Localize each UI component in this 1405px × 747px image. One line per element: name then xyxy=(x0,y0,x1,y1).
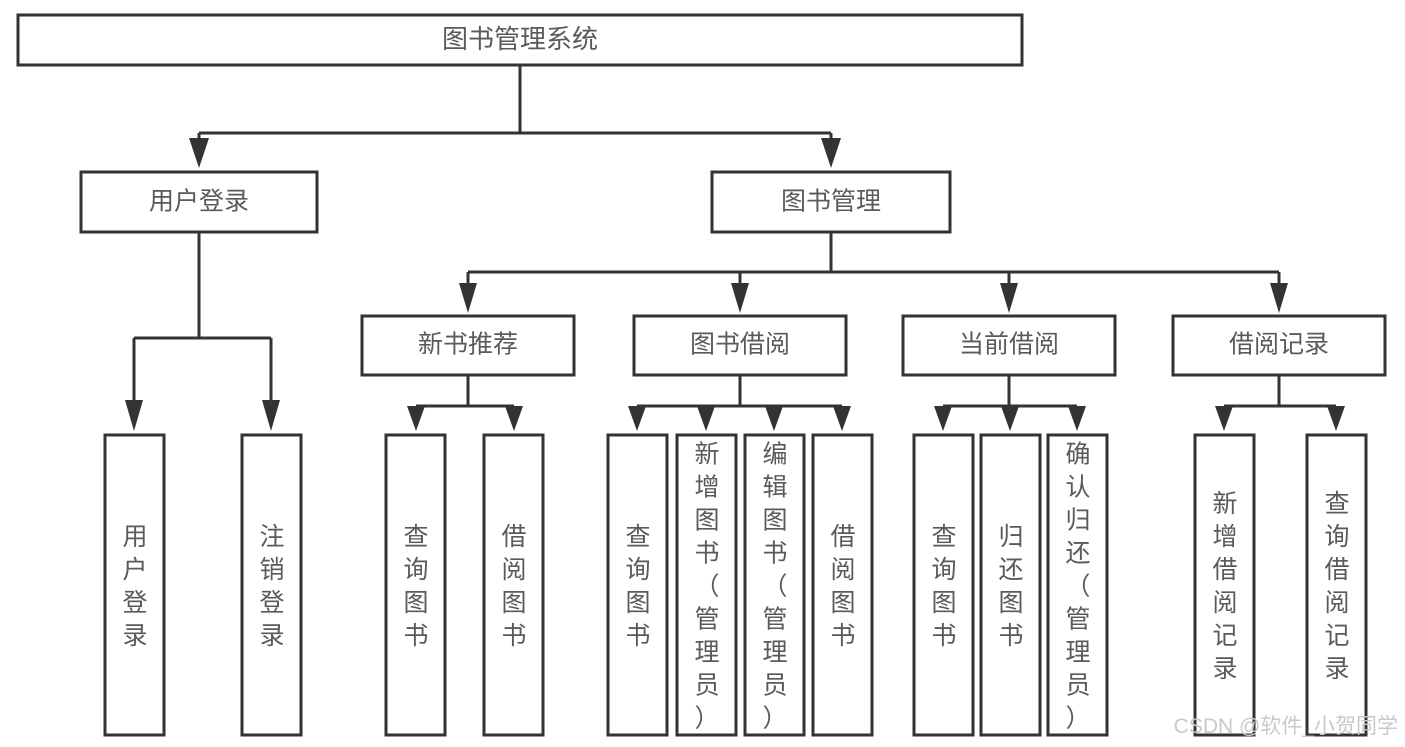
arrowhead-borrow-leaf3 xyxy=(765,406,783,431)
leaf-new-book-2-label: 借阅图书 xyxy=(501,523,526,650)
arrowhead-current-leaf1 xyxy=(934,406,952,431)
leaf-current-borrow-3-label: 确认归还（管理员） xyxy=(1065,441,1090,733)
node-root-box[interactable] xyxy=(16,13,1024,67)
leaf-current-borrow-1-label: 查询图书 xyxy=(931,523,956,650)
arrowhead-record-leaf2 xyxy=(1327,406,1345,431)
arrowhead-borrow-leaf1 xyxy=(628,406,646,431)
leaf-current-borrow-2[interactable]: 归还图书 xyxy=(979,433,1042,737)
arrowhead-userlogin xyxy=(189,138,209,168)
arrowhead-newbook xyxy=(459,283,477,313)
arrowhead-newbook-leaf1 xyxy=(407,406,425,431)
node-current-borrow-box[interactable] xyxy=(901,314,1117,377)
leaf-book-borrow-2[interactable]: 新增图书（管理员） xyxy=(675,433,738,737)
connector-group-userlogin-to-leaves xyxy=(125,232,280,431)
leaf-borrow-record-1-box[interactable] xyxy=(1193,433,1256,737)
leaf-book-borrow-1-box[interactable] xyxy=(606,433,669,737)
leaf-borrow-record-2-box[interactable] xyxy=(1305,433,1368,737)
leaf-new-book-2[interactable]: 借阅图书 xyxy=(482,433,545,737)
arrowhead-record-leaf1 xyxy=(1215,406,1233,431)
node-book-borrow-box[interactable] xyxy=(632,314,848,377)
leaf-new-book-1-box[interactable] xyxy=(384,433,447,737)
node-new-book-recommend-box[interactable] xyxy=(360,314,576,377)
node-new-book-recommend[interactable]: 新书推荐 xyxy=(360,314,576,377)
node-borrow-record-label: 借阅记录 xyxy=(1229,331,1329,359)
arrowhead-newbook-leaf2 xyxy=(505,406,523,431)
arrowhead-current xyxy=(1000,283,1018,313)
leaf-user-login-1-box[interactable] xyxy=(103,433,166,737)
leaf-user-login-2-label: 注销登录 xyxy=(259,523,284,650)
arrowhead-current-leaf3 xyxy=(1068,406,1086,431)
node-borrow-record-box[interactable] xyxy=(1171,314,1387,377)
leaf-user-login-2[interactable]: 注销登录 xyxy=(240,433,303,737)
leaf-borrow-record-1[interactable]: 新增借阅记录 xyxy=(1193,433,1256,737)
connector-group-record-to-leaves xyxy=(1215,375,1345,431)
connector-group-current-to-leaves xyxy=(934,375,1086,431)
leaf-current-borrow-3-box[interactable] xyxy=(1046,433,1109,737)
leaf-current-borrow-2-box[interactable] xyxy=(979,433,1042,737)
node-user-login[interactable]: 用户登录 xyxy=(79,170,319,234)
arrowhead-bookmgmt xyxy=(821,138,841,168)
leaf-book-borrow-3-box[interactable] xyxy=(743,433,806,737)
watermark-text: CSDN @软件_小贺同学 xyxy=(1174,715,1398,738)
leaf-user-login-1-label: 用户登录 xyxy=(122,523,147,650)
leaf-book-borrow-1-label: 查询图书 xyxy=(625,523,650,650)
leaf-borrow-record-1-label: 新增借阅记录 xyxy=(1212,490,1237,683)
node-book-management[interactable]: 图书管理 xyxy=(710,170,952,234)
arrowhead-current-leaf2 xyxy=(1001,406,1019,431)
node-borrow-record[interactable]: 借阅记录 xyxy=(1171,314,1387,377)
node-root[interactable]: 图书管理系统 xyxy=(16,13,1024,67)
leaf-user-login-1[interactable]: 用户登录 xyxy=(103,433,166,737)
leaf-borrow-record-2[interactable]: 查询借阅记录 xyxy=(1305,433,1368,737)
leaf-current-borrow-1[interactable]: 查询图书 xyxy=(912,433,975,737)
leaf-book-borrow-3[interactable]: 编辑图书（管理员） xyxy=(743,433,806,737)
node-current-borrow[interactable]: 当前借阅 xyxy=(901,314,1117,377)
node-user-login-box[interactable] xyxy=(79,170,319,234)
node-user-login-label: 用户登录 xyxy=(149,188,249,216)
leaf-book-borrow-4[interactable]: 借阅图书 xyxy=(811,433,874,737)
leaf-new-book-1[interactable]: 查询图书 xyxy=(384,433,447,737)
node-root-label: 图书管理系统 xyxy=(442,24,598,54)
node-book-borrow-label: 图书借阅 xyxy=(690,331,790,359)
connector-group-root-to-level1 xyxy=(189,65,841,168)
arrowhead-record xyxy=(1270,283,1288,313)
leaf-new-book-1-label: 查询图书 xyxy=(403,523,428,650)
node-new-book-recommend-label: 新书推荐 xyxy=(418,331,518,359)
arrowhead-userlogin-leaf1 xyxy=(125,400,143,431)
arrowhead-borrow-leaf4 xyxy=(833,406,851,431)
connector-group-bookmgmt-to-level2 xyxy=(459,232,1288,313)
node-book-borrow[interactable]: 图书借阅 xyxy=(632,314,848,377)
leaf-book-borrow-4-box[interactable] xyxy=(811,433,874,737)
leaf-book-borrow-1[interactable]: 查询图书 xyxy=(606,433,669,737)
leaf-current-borrow-3[interactable]: 确认归还（管理员） xyxy=(1046,433,1109,737)
connector-group-newbook-to-leaves xyxy=(407,375,523,431)
leaf-book-borrow-2-label: 新增图书（管理员） xyxy=(694,441,719,733)
leaf-borrow-record-2-label: 查询借阅记录 xyxy=(1324,490,1349,683)
leaf-book-borrow-2-box[interactable] xyxy=(675,433,738,737)
leaf-new-book-2-box[interactable] xyxy=(482,433,545,737)
leaf-current-borrow-1-box[interactable] xyxy=(912,433,975,737)
leaf-current-borrow-2-label: 归还图书 xyxy=(998,523,1023,650)
leaf-book-borrow-4-label: 借阅图书 xyxy=(830,523,855,650)
node-book-management-box[interactable] xyxy=(710,170,952,234)
leaf-user-login-2-box[interactable] xyxy=(240,433,303,737)
arrowhead-userlogin-leaf2 xyxy=(262,400,280,431)
arrowhead-borrow xyxy=(731,283,749,313)
leaf-book-borrow-3-label: 编辑图书（管理员） xyxy=(762,441,787,733)
node-book-management-label: 图书管理 xyxy=(781,188,881,216)
connector-group-borrow-to-leaves xyxy=(628,375,851,431)
arrowhead-borrow-leaf2 xyxy=(697,406,715,431)
node-current-borrow-label: 当前借阅 xyxy=(959,331,1059,359)
